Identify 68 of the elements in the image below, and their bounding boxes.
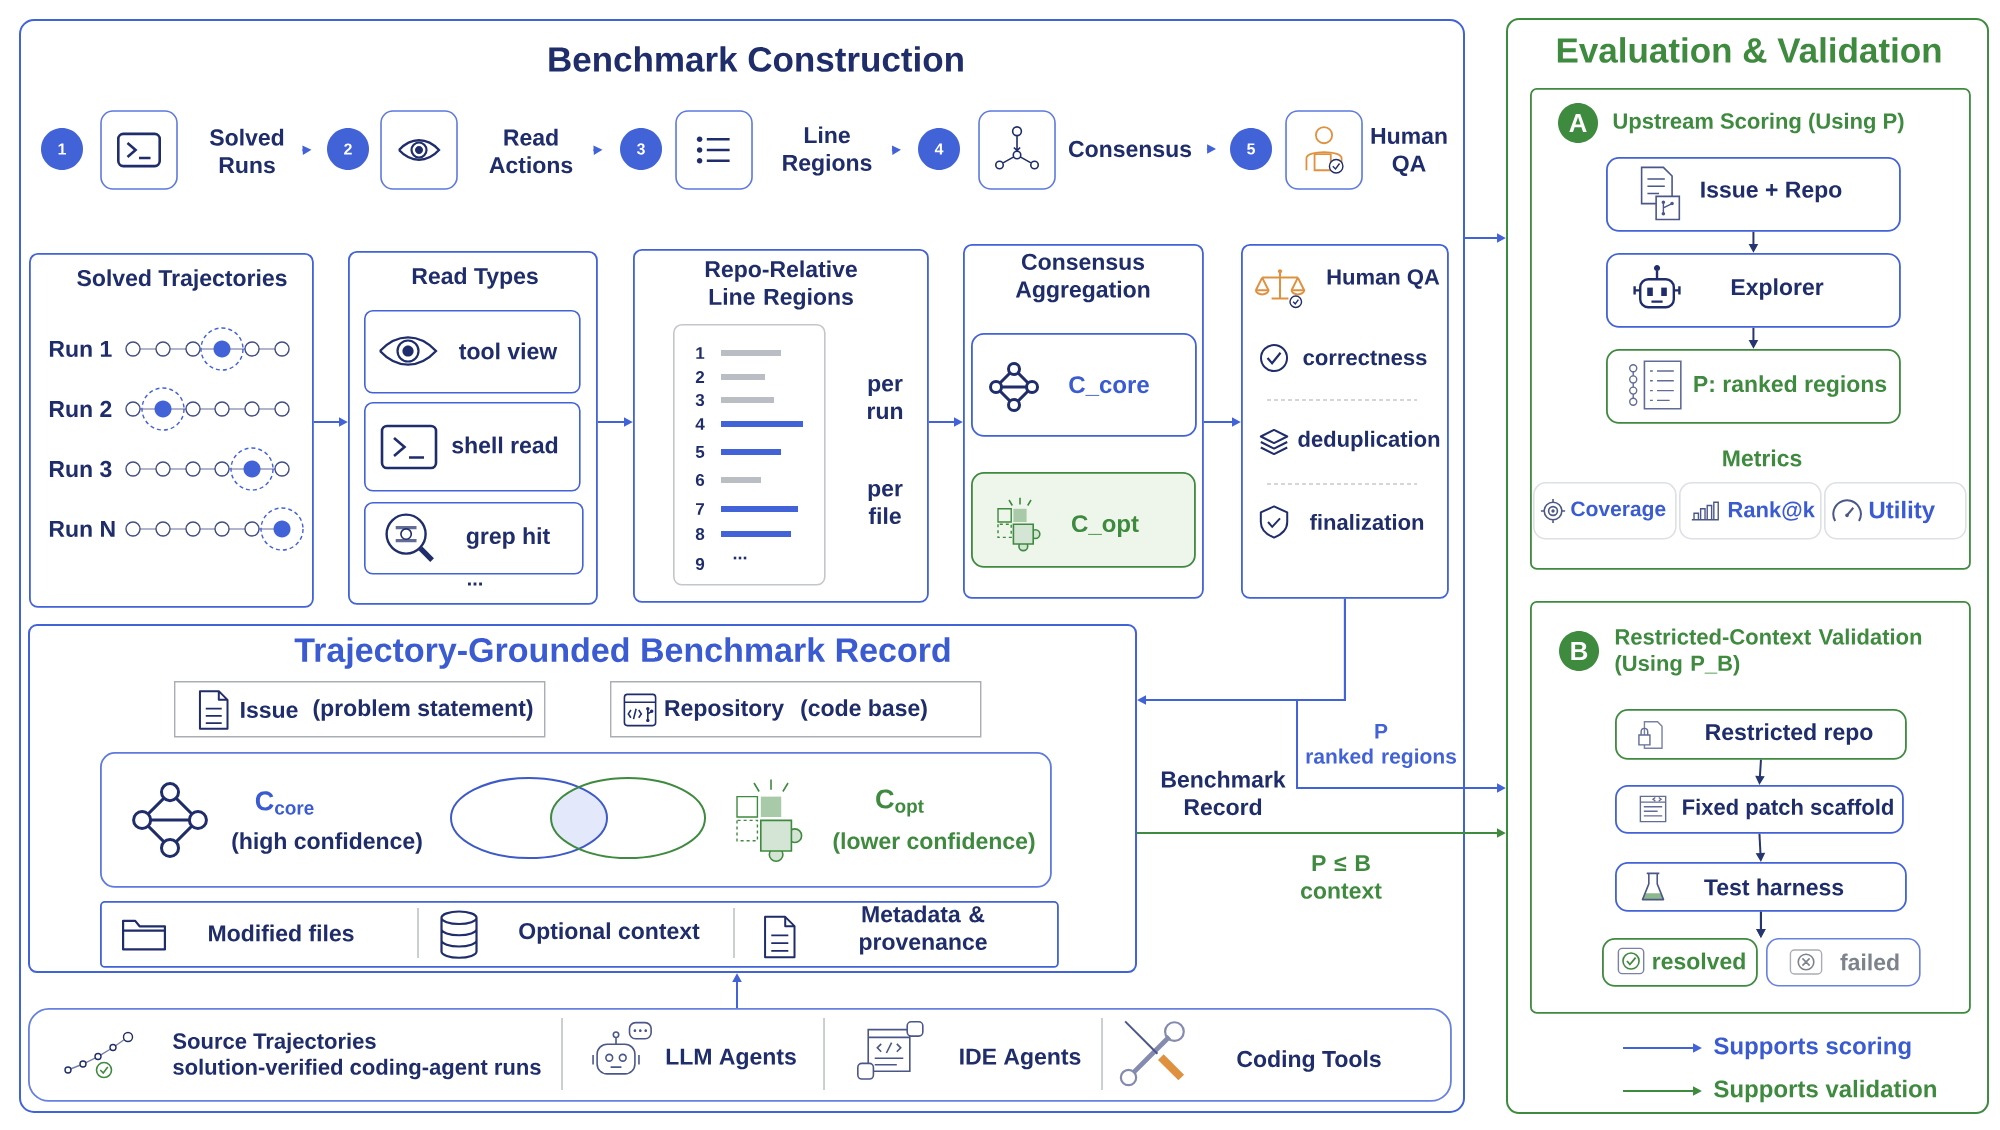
- legend-text: Supports scoring: [1714, 1036, 1911, 1060]
- line-number: 1: [696, 347, 705, 359]
- set-label: C$_{core}$: [255, 791, 314, 815]
- step-box: Test harness: [1615, 862, 1907, 912]
- step-number: 3: [620, 128, 662, 170]
- agent-label: IDE Agents: [960, 1048, 1081, 1070]
- run-label: Run 2: [49, 400, 112, 418]
- step-number: 1: [41, 128, 83, 170]
- step-box: Fixed patch scaffold: [1615, 785, 1904, 834]
- edge-label: P ranked regions: [1299, 720, 1463, 772]
- step-number: 5: [1230, 128, 1272, 170]
- step-label: Read Actions: [489, 128, 573, 174]
- agent-label: LLM Agents: [666, 1048, 796, 1070]
- line-number: 6: [695, 474, 705, 486]
- cluster-box: C_opt: [971, 472, 1196, 568]
- step-label: Consensus: [1068, 140, 1192, 158]
- step-label: Solved Runs: [209, 128, 284, 174]
- flow-label: Benchmark Record: [1161, 770, 1286, 816]
- ellipsis: ...: [733, 556, 747, 560]
- metric-tile: Rank@k: [1679, 482, 1822, 540]
- granularity-label: per file: [868, 483, 903, 525]
- attribute-label: Modified files: [209, 924, 354, 942]
- line-number: 9: [695, 558, 705, 570]
- criterion-label: deduplication: [1298, 430, 1440, 452]
- criterion-label: finalization: [1309, 513, 1424, 531]
- edge-label: P ≤ B context: [1295, 852, 1387, 902]
- outcome-box: failed: [1766, 938, 1921, 987]
- attribute-label: Optional context: [519, 922, 700, 944]
- set-caption: (high confidence): [232, 832, 422, 854]
- line-number: 8: [695, 528, 705, 540]
- step-box: Restricted repo: [1615, 709, 1907, 760]
- legend-text: Supports validation: [1714, 1079, 1936, 1103]
- line-number: 5: [695, 446, 705, 458]
- letter-badge: B: [1559, 631, 1599, 671]
- line-number: 7: [696, 503, 704, 515]
- agent-label: Coding Tools: [1237, 1050, 1381, 1072]
- source-subtitle: solution-verified coding-agent runs: [173, 1058, 541, 1080]
- step-number: 4: [918, 128, 960, 170]
- granularity-label: per run: [868, 378, 903, 420]
- criterion-label: correctness: [1303, 350, 1427, 366]
- step-box: Explorer: [1606, 253, 1901, 328]
- letter-badge: A: [1558, 103, 1598, 143]
- run-label: Run N: [49, 521, 115, 538]
- line-number: 4: [695, 418, 705, 430]
- step-box: Issue + Repo: [1606, 157, 1901, 232]
- line-number: 3: [695, 394, 705, 407]
- step-box: P: ranked regions: [1606, 349, 1901, 424]
- read-type-box: tool view: [364, 310, 581, 394]
- metric-tile: Coverage: [1533, 482, 1677, 540]
- metrics-heading: Metrics: [1723, 449, 1802, 467]
- attribute-label: Metadata & provenance: [859, 905, 987, 955]
- metric-tile: Utility: [1824, 482, 1967, 540]
- set-label: C$_{opt}$: [876, 789, 924, 817]
- step-label: Human QA: [1371, 128, 1447, 176]
- info-box: Repository (code base): [610, 681, 982, 738]
- run-label: Run 1: [49, 341, 112, 358]
- step-number: 2: [327, 128, 369, 170]
- outcome-box: resolved: [1602, 938, 1758, 987]
- ellipsis: ...: [468, 582, 482, 586]
- cluster-box: C_core: [971, 333, 1197, 437]
- source-title: Source Trajectories: [173, 1032, 376, 1054]
- step-label: Line Regions: [783, 126, 872, 176]
- set-caption: (lower confidence): [833, 832, 1035, 854]
- read-type-box: grep hit: [364, 502, 584, 575]
- run-label: Run 3: [49, 460, 112, 478]
- read-type-box: shell read: [364, 402, 581, 492]
- info-box: Issue (problem statement): [174, 681, 546, 738]
- line-number: 2: [695, 371, 705, 383]
